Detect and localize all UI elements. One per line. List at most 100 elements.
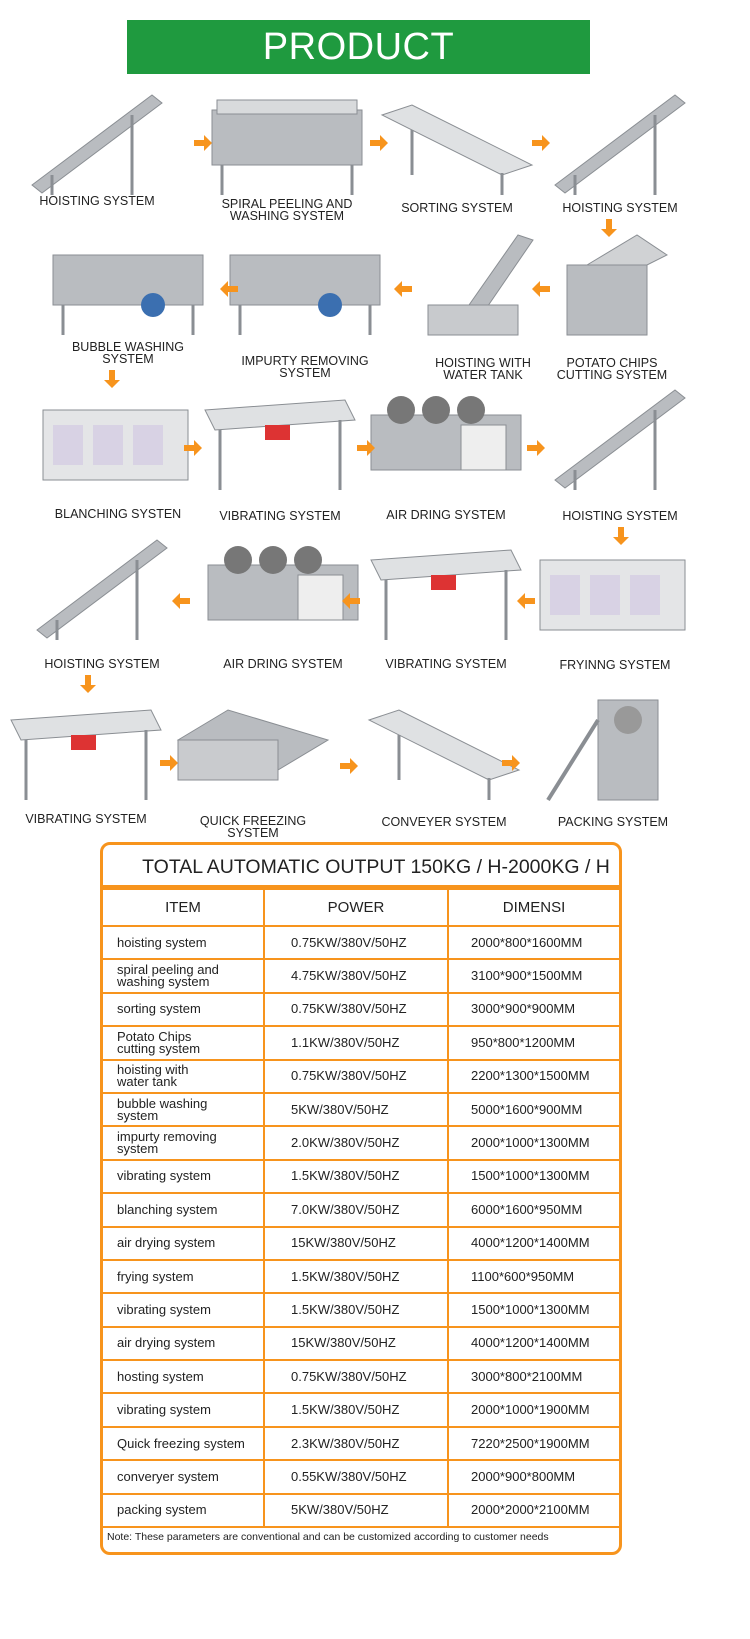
step-label: CONVEYER SYSTEM: [381, 815, 507, 829]
tunnel-machine-icon: [168, 690, 338, 805]
arrow-right-icon: [182, 437, 204, 459]
step-label: HOISTING SYSTEM: [562, 201, 678, 215]
arrow-right-icon: [338, 755, 360, 777]
step-label: POTATO CHIPS CUTTING SYSTEM: [556, 356, 668, 382]
arrow-right-icon: [355, 437, 377, 459]
step-label: HOISTING SYSTEM: [562, 509, 678, 523]
arrow-down-icon: [77, 673, 99, 695]
item-cell: spiral peeling and washing system: [103, 958, 265, 994]
step-label: BUBBLE WASHING SYSTEM: [71, 340, 185, 366]
step-label: BLANCHING SYSTEN: [54, 507, 182, 521]
arrow-left-icon: [218, 278, 240, 300]
dimension-cell: 2000*800*1600MM: [447, 924, 619, 961]
spec-table: TOTAL AUTOMATIC OUTPUT 150KG / H-2000KG …: [100, 842, 622, 1555]
dimension-cell: 1500*1000*1300MM: [447, 1158, 619, 1195]
item-cell: vibrating system: [103, 1392, 265, 1428]
dimension-cell: 1500*1000*1300MM: [447, 1292, 619, 1328]
fan-machine-icon: [361, 380, 531, 495]
power-cell: 0.75KW/380V/50HZ: [263, 1058, 449, 1094]
arrow-right-icon: [525, 437, 547, 459]
tank-machine-icon: [220, 225, 390, 340]
item-cell: hosting system: [103, 1359, 265, 1395]
step-label: SORTING SYSTEM: [401, 201, 513, 215]
dimension-cell: 950*800*1200MM: [447, 1025, 619, 1061]
peeling-machine-icon: [202, 85, 372, 200]
step-label: PACKING SYSTEM: [557, 815, 669, 829]
step-label: HOISTING WITH WATER TANK: [435, 356, 531, 382]
item-cell: converyer system: [103, 1459, 265, 1495]
item-cell: sorting system: [103, 991, 265, 1028]
dimension-cell: 5000*1600*900MM: [447, 1091, 619, 1128]
power-cell: 0.75KW/380V/50HZ: [263, 924, 449, 961]
box-machine-icon: [530, 530, 700, 645]
step-label: VIBRATING SYSTEM: [385, 657, 507, 671]
power-cell: 4.75KW/380V/50HZ: [263, 958, 449, 994]
dimension-cell: 3000*900*900MM: [447, 991, 619, 1028]
item-cell: air drying system: [103, 1325, 265, 1362]
power-cell: 0.75KW/380V/50HZ: [263, 1359, 449, 1395]
dimension-cell: 4000*1200*1400MM: [447, 1225, 619, 1261]
item-cell: impurty removing system: [103, 1125, 265, 1161]
dimension-cell: 7220*2500*1900MM: [447, 1425, 619, 1462]
arrow-right-icon: [192, 132, 214, 154]
dimension-cell: 3100*900*1500MM: [447, 958, 619, 994]
step-label: SPIRAL PEELING AND WASHING SYSTEM: [221, 197, 353, 223]
arrow-left-icon: [340, 590, 362, 612]
power-cell: 2.3KW/380V/50HZ: [263, 1425, 449, 1462]
step-label: FRYINNG SYSTEM: [559, 658, 671, 672]
arrow-down-icon: [610, 525, 632, 547]
step-label: QUICK FREEZING SYSTEM: [199, 814, 307, 840]
power-cell: 1.5KW/380V/50HZ: [263, 1292, 449, 1328]
power-cell: 5KW/380V/50HZ: [263, 1091, 449, 1128]
tank-machine-icon: [43, 225, 213, 340]
column-header-power: POWER: [263, 888, 449, 927]
vibrating-table-icon: [361, 530, 531, 645]
packing-machine-icon: [528, 690, 698, 805]
incline-conveyor-icon: [535, 85, 705, 200]
vibrating-table-icon: [195, 380, 365, 495]
step-label: VIBRATING SYSTEM: [219, 509, 341, 523]
item-cell: blanching system: [103, 1192, 265, 1228]
item-cell: hoisting system: [103, 924, 265, 961]
dimension-cell: 3000*800*2100MM: [447, 1359, 619, 1395]
flat-conveyor-icon: [359, 690, 529, 805]
step-label: AIR DRING SYSTEM: [223, 657, 343, 671]
item-cell: bubble washing system: [103, 1091, 265, 1128]
arrow-right-icon: [158, 752, 180, 774]
dimension-cell: 1100*600*950MM: [447, 1258, 619, 1295]
arrow-left-icon: [170, 590, 192, 612]
dimension-cell: 2200*1300*1500MM: [447, 1058, 619, 1094]
power-cell: 1.5KW/380V/50HZ: [263, 1258, 449, 1295]
incline-conveyor-icon: [535, 380, 705, 495]
power-cell: 1.1KW/380V/50HZ: [263, 1025, 449, 1061]
box-machine-icon: [33, 380, 203, 495]
dimension-cell: 2000*1000*1300MM: [447, 1125, 619, 1161]
dimension-cell: 2000*900*800MM: [447, 1459, 619, 1495]
power-cell: 0.55KW/380V/50HZ: [263, 1459, 449, 1495]
arrow-down-icon: [598, 217, 620, 239]
item-cell: frying system: [103, 1258, 265, 1295]
incline-conveyor-icon: [17, 530, 187, 645]
item-cell: vibrating system: [103, 1158, 265, 1195]
power-cell: 0.75KW/380V/50HZ: [263, 991, 449, 1028]
power-cell: 5KW/380V/50HZ: [263, 1492, 449, 1529]
column-header-item: ITEM: [103, 888, 265, 927]
column-header-dimensions: DIMENSI: [447, 888, 619, 927]
vibrating-table-icon: [1, 690, 171, 805]
arrow-left-icon: [392, 278, 414, 300]
flat-conveyor-icon: [372, 85, 542, 200]
table-note: Note: These parameters are conventional …: [107, 1531, 549, 1544]
step-label: IMPURTY REMOVING SYSTEM: [241, 354, 369, 380]
